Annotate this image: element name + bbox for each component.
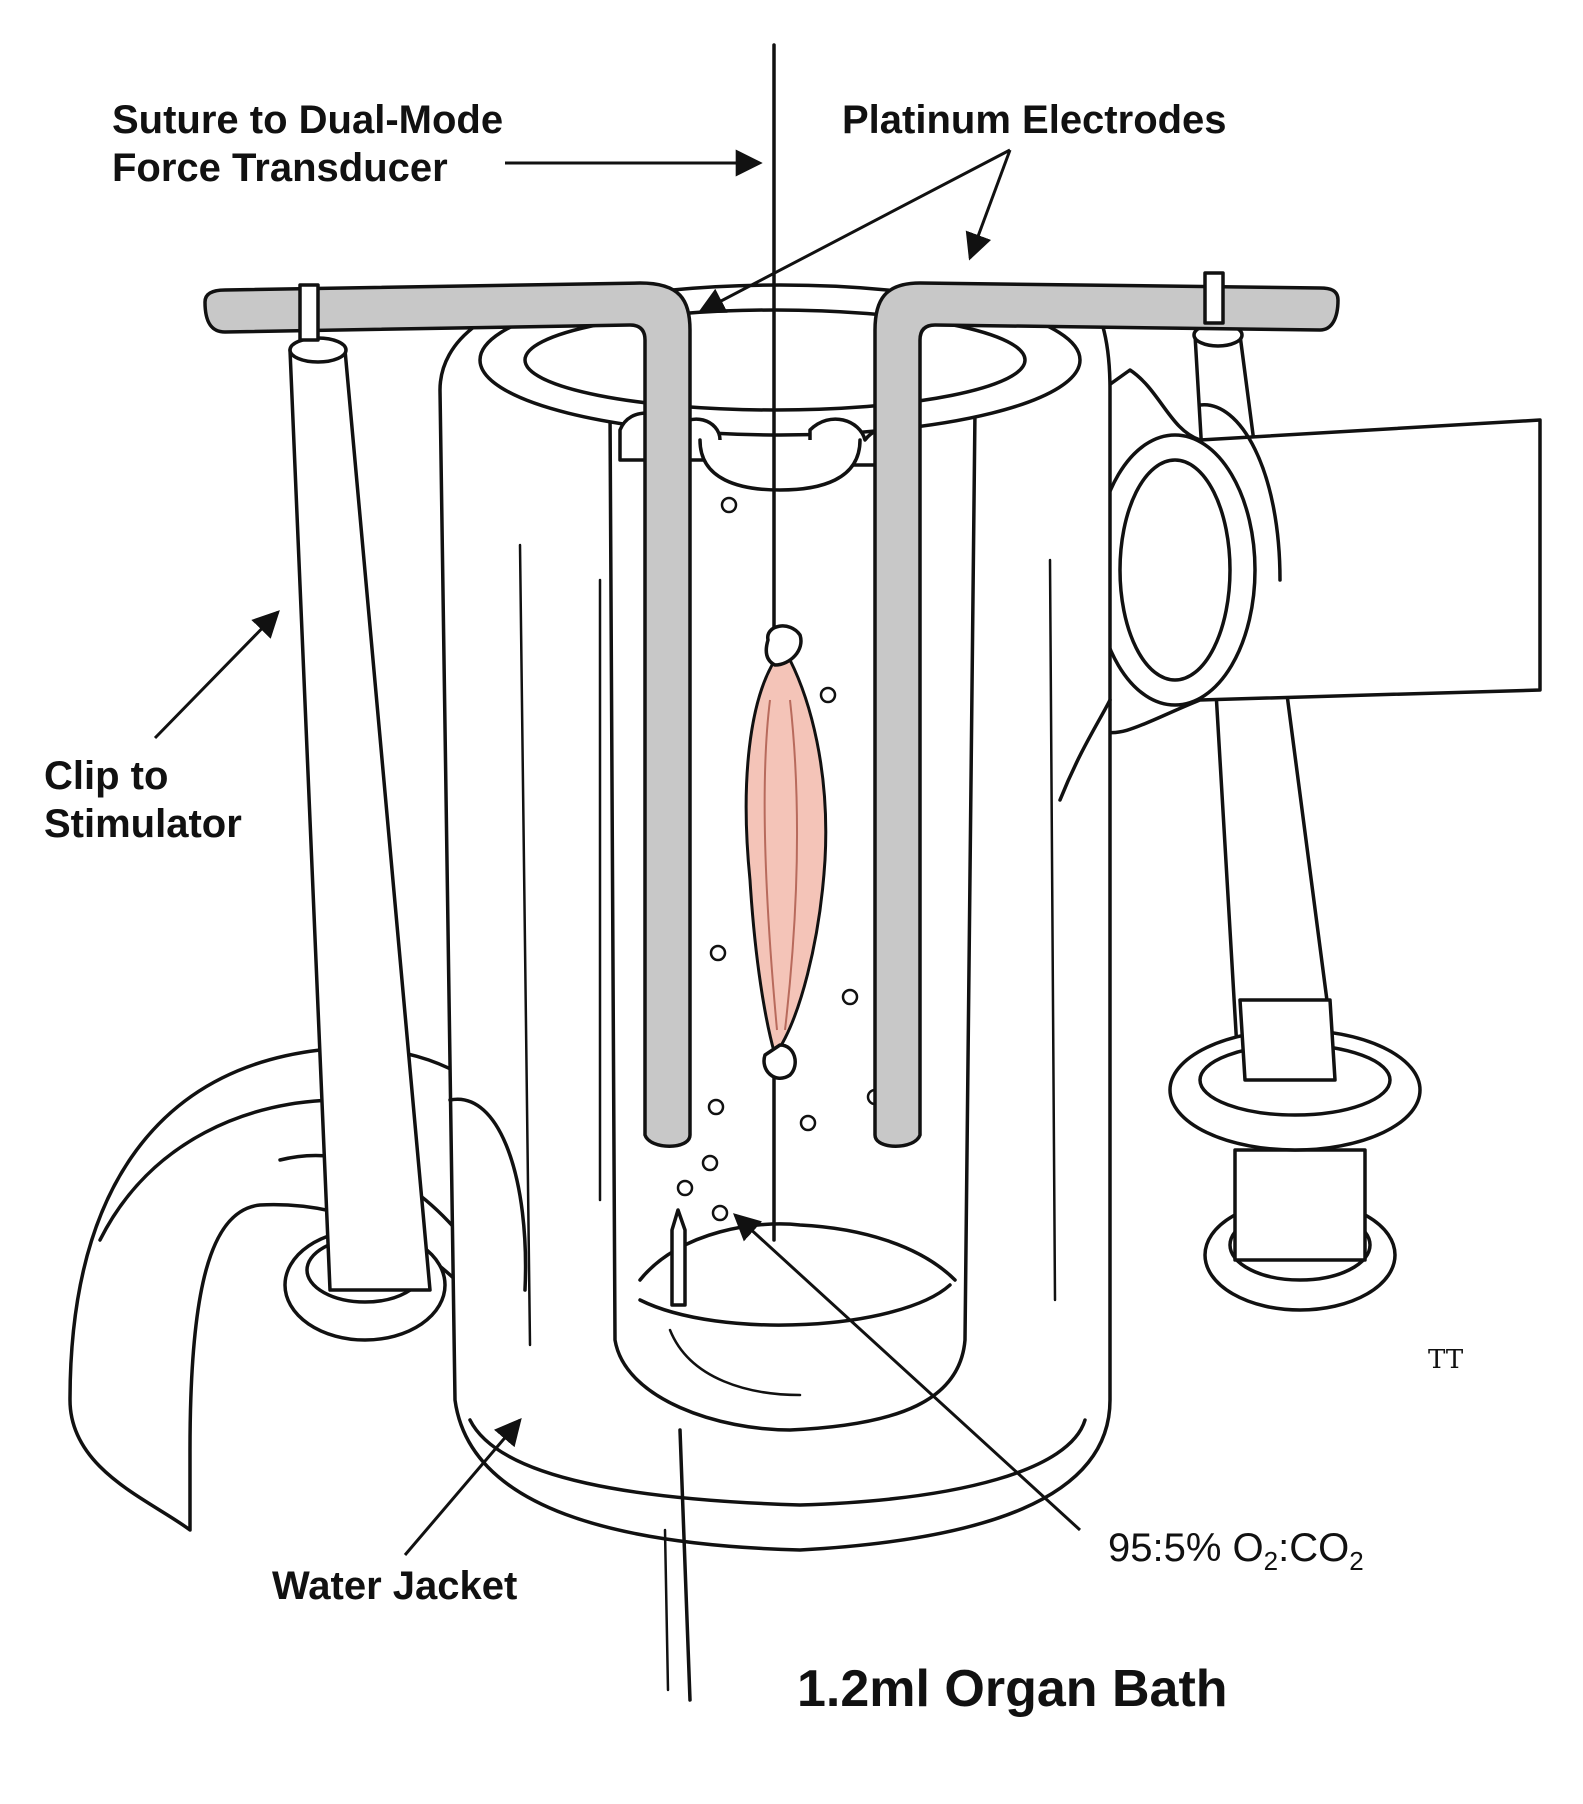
stimulator-clips: [298, 271, 1225, 342]
gas-needle: [670, 1208, 687, 1307]
electrodes-label: Platinum Electrodes: [842, 98, 1227, 142]
clip-label-line2: Stimulator: [44, 802, 242, 846]
gas-mid: :CO: [1278, 1526, 1350, 1570]
gas-mixture-label: 95:5% O2:CO2: [1108, 1524, 1364, 1577]
right-water-hose: [1058, 368, 1542, 735]
diagram-title: 1.2ml Organ Bath: [797, 1660, 1228, 1718]
bottom-drain-tube-inner: [663, 1528, 670, 1692]
platinum-electrodes: [203, 281, 1340, 1148]
suture-label-line2: Force Transducer: [112, 146, 448, 190]
callout-arrows: [153, 148, 1082, 1556]
muscle-tissue: [744, 624, 828, 1080]
clip-label: Clip to Stimulator: [44, 752, 242, 848]
clip-label-line1: Clip to: [44, 754, 169, 798]
gas-sub-o2: 2: [1263, 1546, 1279, 1576]
gas-prefix: 95:5% O: [1108, 1526, 1264, 1570]
artist-signature: TT: [1428, 1345, 1464, 1375]
suture-label: Suture to Dual-Mode Force Transducer: [112, 96, 503, 192]
bottom-drain-tube: [678, 1428, 692, 1702]
suture-label-line1: Suture to Dual-Mode: [112, 98, 504, 142]
gas-sub-co2: 2: [1349, 1546, 1364, 1576]
water-jacket-label: Water Jacket: [272, 1564, 518, 1608]
left-support-rod: [283, 336, 447, 1342]
